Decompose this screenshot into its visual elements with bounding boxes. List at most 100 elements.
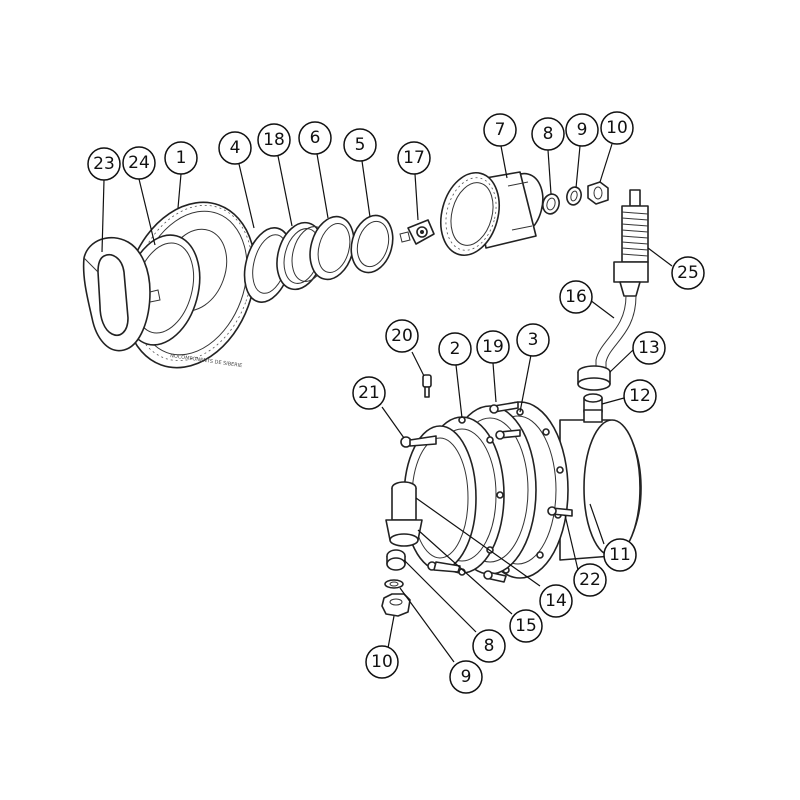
part-12 [583, 393, 603, 413]
leader-1 [177, 173, 182, 209]
leader-18 [277, 155, 293, 227]
leader-25 [647, 247, 673, 267]
callout-18-label: 18 [263, 130, 285, 150]
callout-9-bottom-label: 9 [461, 667, 472, 687]
callout-9-top-label: 9 [577, 120, 588, 140]
lower-fitting [385, 481, 423, 547]
leader-10-bottom [387, 615, 395, 649]
callout-15-label: 15 [515, 616, 537, 636]
callout-20: 20 [385, 319, 419, 353]
callout-12: 12 [623, 379, 657, 413]
callout-14-label: 14 [545, 591, 567, 611]
callout-25-label: 25 [677, 263, 699, 283]
part-18 [276, 221, 329, 291]
leader-22 [564, 514, 579, 571]
callout-22: 22 [573, 563, 607, 597]
part-11 [559, 409, 642, 561]
callout-23: 23 [87, 147, 121, 181]
part-5 [350, 214, 394, 274]
leader-11 [589, 503, 605, 545]
part-7 [440, 171, 544, 257]
callout-10-top: 10 [600, 111, 634, 145]
leader-8-top [547, 149, 552, 195]
callout-15: 15 [509, 609, 543, 643]
part-19 [489, 401, 521, 440]
callout-8-bottom: 8 [472, 629, 506, 663]
leader-20 [411, 351, 425, 377]
leader-7 [500, 145, 508, 179]
part-17 [399, 219, 435, 245]
callout-3: 3 [516, 323, 550, 357]
part-8-top [542, 193, 560, 215]
callout-24-label: 24 [128, 153, 150, 173]
callout-5-label: 5 [355, 135, 366, 155]
callout-16: 16 [559, 280, 593, 314]
callout-9-bottom: 9 [449, 660, 483, 694]
bottom-screw [483, 570, 507, 583]
callout-10-bottom-label: 10 [371, 652, 393, 672]
leader-15 [417, 529, 513, 615]
callout-21-label: 21 [358, 383, 380, 403]
leader-21 [381, 406, 405, 439]
part-21 [400, 435, 437, 448]
part-9-bottom [384, 579, 404, 589]
part-8-bottom [386, 549, 406, 571]
callout-23-label: 23 [93, 154, 115, 174]
leader-9-top [575, 145, 581, 189]
callout-13: 13 [632, 331, 666, 365]
callout-8-top: 8 [531, 117, 565, 151]
leader-19 [492, 362, 497, 403]
callout-11-label: 11 [609, 545, 631, 565]
callout-2: 2 [438, 332, 472, 366]
callout-8-top-label: 8 [543, 124, 554, 144]
leader-13 [609, 349, 634, 373]
callout-8-bottom-label: 8 [484, 636, 495, 656]
callout-11: 11 [603, 538, 637, 572]
callout-25: 25 [671, 256, 705, 290]
callout-6: 6 [298, 121, 332, 155]
leader-8-bottom [403, 559, 477, 633]
callout-1: 1 [164, 141, 198, 175]
callout-10-bottom: 10 [365, 645, 399, 679]
callout-9-top: 9 [565, 113, 599, 147]
front-screw [427, 561, 461, 573]
callout-2-label: 2 [450, 339, 461, 359]
leader-16 [589, 299, 615, 319]
leader-14 [415, 497, 541, 587]
callout-3-label: 3 [528, 330, 539, 350]
callout-14: 14 [539, 584, 573, 618]
leader-2 [455, 364, 463, 419]
leader-10-top [599, 143, 613, 183]
part-10-top [587, 181, 609, 205]
callout-19: 19 [476, 330, 510, 364]
callout-22-label: 22 [579, 570, 601, 590]
leader-12 [601, 397, 625, 405]
callout-17-label: 17 [403, 148, 425, 168]
leader-23 [101, 179, 105, 253]
callout-4-label: 4 [230, 138, 241, 158]
leader-3 [519, 354, 532, 413]
callout-20-label: 20 [391, 326, 413, 346]
callout-18: 18 [257, 123, 291, 157]
leader-4 [238, 163, 255, 229]
leader-9-bottom [399, 587, 455, 663]
callout-19-label: 19 [482, 337, 504, 357]
callout-17: 17 [397, 141, 431, 175]
leader-24 [138, 178, 156, 246]
part-23 [82, 236, 161, 352]
part-16 [595, 295, 637, 370]
callout-6-label: 6 [310, 128, 321, 148]
part-22 [547, 506, 573, 517]
part-9-top [566, 186, 582, 206]
leader-lines [101, 143, 673, 663]
leader-5 [361, 160, 371, 218]
leader-6 [316, 153, 329, 219]
callout-21: 21 [352, 376, 386, 410]
part-25 [613, 189, 649, 297]
callout-1-label: 1 [176, 148, 187, 168]
callout-7-label: 7 [495, 120, 506, 140]
callout-16-label: 16 [565, 287, 587, 307]
callout-7: 7 [483, 113, 517, 147]
